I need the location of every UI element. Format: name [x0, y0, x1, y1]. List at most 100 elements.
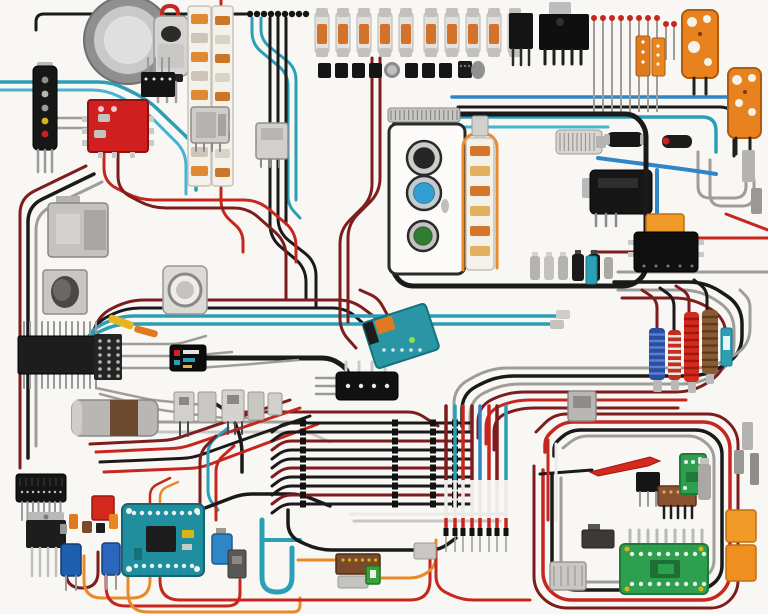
pin-grid-ic — [94, 334, 122, 380]
center-fuse-strip — [465, 115, 495, 271]
brown-pcb-strip — [335, 553, 381, 589]
wire-bundle-red — [484, 398, 688, 446]
wire-coil-stub-c — [674, 284, 691, 316]
wire-coil-stub-a — [640, 288, 659, 330]
orange-fuse-blocks — [725, 509, 757, 582]
wire-loop-darkred-outer — [532, 412, 740, 610]
wire-red-br — [214, 444, 236, 522]
wire-gray-right-L-a — [696, 150, 748, 200]
coil-red-big — [683, 312, 700, 393]
gray-relay-mid — [567, 390, 597, 422]
top-relay-a — [509, 13, 533, 67]
wire-loop-red — [541, 420, 732, 602]
small-relay-row — [173, 389, 283, 437]
wire-coil-stub-d — [692, 278, 709, 312]
right-edge-connectors — [698, 422, 759, 500]
black-comp-br — [581, 524, 615, 549]
speaker-box — [42, 269, 88, 315]
coil-blue — [648, 328, 666, 392]
wire-bundle-gray-outer — [468, 288, 736, 434]
wire-u-red-a — [104, 550, 242, 608]
red-box-small — [91, 495, 115, 521]
silver-stub-tips — [94, 114, 110, 138]
black-capacitor-b — [662, 135, 692, 148]
orange-board-b — [727, 67, 762, 156]
fuse-strip-left-a — [187, 5, 212, 187]
dip-ic — [17, 321, 97, 389]
bead-wire-row — [246, 10, 310, 18]
coil-brown — [701, 310, 719, 384]
component-layer — [15, 0, 762, 595]
glass-fuse-row — [314, 8, 523, 57]
gray-motor — [47, 196, 109, 258]
wire-darkred-br — [198, 434, 218, 508]
black-connector-vertical — [32, 62, 58, 174]
wire-midleft-black — [82, 306, 368, 356]
wire-u-red-b — [158, 550, 432, 602]
orange-strip-a — [635, 35, 651, 77]
wire-left-bundle-b — [26, 172, 96, 460]
wire-red-relay-wire-a — [102, 150, 298, 264]
fuse-strip-left-b — [211, 5, 234, 187]
blue-capacitor-a — [60, 543, 82, 591]
orange-diagonal-parts — [108, 314, 158, 338]
horn-speaker — [83, 0, 173, 85]
wire-diag-red-a — [94, 406, 302, 454]
gray-relay-a — [190, 106, 230, 152]
wire-red-strip-wire — [219, 0, 245, 254]
wire-red-bm — [434, 546, 532, 602]
black-capacitor-a — [604, 132, 646, 147]
wire-black-under-rows — [286, 508, 458, 552]
connector-strip-center — [314, 360, 399, 401]
gray-connector-br — [549, 561, 587, 591]
zipper-strip — [555, 129, 606, 155]
teal-connector-small — [720, 327, 733, 367]
orange-board-a — [681, 9, 719, 96]
wire-darkred-run — [238, 410, 440, 428]
wire-darkred-vert-a — [338, 56, 374, 350]
gray-relay-b — [255, 122, 289, 168]
wire-top-edge-black — [34, 12, 248, 32]
wire-arduino-lead-a — [148, 476, 172, 508]
top-relay-b — [539, 2, 589, 66]
wire-midleft-darkred — [86, 298, 378, 348]
big-capacitor — [71, 399, 159, 437]
orange-strip-b — [651, 37, 666, 77]
striped-vertical-wires — [443, 404, 509, 552]
blue-module — [211, 528, 233, 565]
blue-capacitor-b — [101, 542, 121, 590]
cap-module-orange — [628, 213, 704, 273]
silver-wire-tips — [550, 310, 570, 329]
to220-transistor — [26, 512, 66, 578]
red-relay-module — [82, 99, 154, 158]
wire-red-right-diag — [724, 212, 768, 232]
wire-red-pcb-stub — [358, 288, 390, 318]
wire-teal-top-b — [450, 115, 718, 154]
wire-u-orange-b — [126, 558, 302, 614]
wire-diag-darkred — [88, 398, 292, 446]
terminal-block — [15, 473, 67, 521]
relay-right-black — [582, 169, 653, 228]
green-pcb-wide — [619, 528, 709, 595]
round-speaker — [162, 265, 208, 315]
wire-gray-fan-c — [120, 358, 300, 370]
wire-red-relay-wire-b — [116, 150, 288, 302]
button-black — [405, 139, 443, 177]
label-module — [169, 344, 207, 372]
capacitor-row — [318, 61, 485, 79]
wire-teal-u — [259, 517, 295, 595]
teal-bit-right — [585, 255, 598, 285]
wire-u-orange-a — [82, 554, 152, 600]
transistor-br — [636, 472, 660, 507]
teal-pcb-tilted — [362, 303, 440, 369]
wire-coil-stub-b — [658, 286, 676, 332]
coil-red-striped — [667, 330, 682, 390]
gray-module-b — [227, 549, 247, 579]
red-blade — [588, 456, 662, 477]
small-ic — [141, 57, 175, 97]
wire-gray-fan-a — [120, 334, 208, 346]
wire-teal-drop-a — [250, 16, 302, 220]
right-edge-top-connectors — [742, 150, 762, 214]
wire-blue-cap-feed-a — [596, 156, 718, 176]
